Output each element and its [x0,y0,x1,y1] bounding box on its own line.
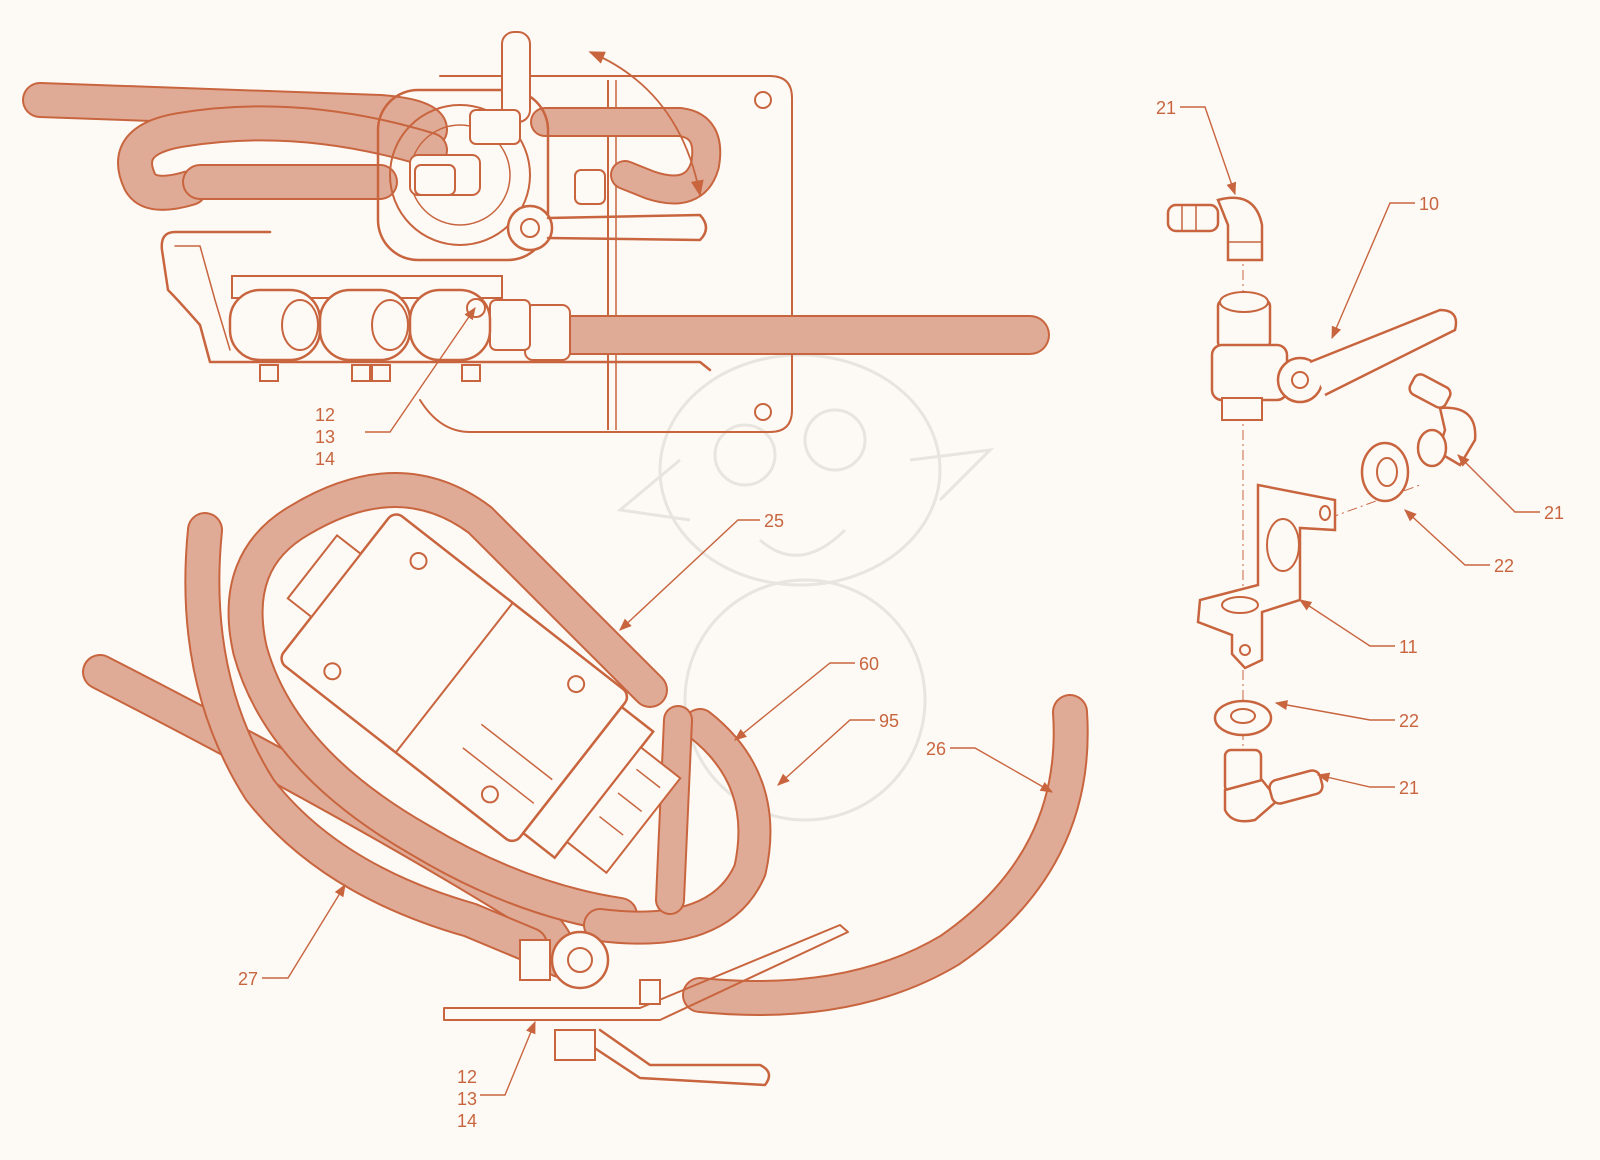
callout-12-bottom: 12 [457,1067,477,1087]
top-hose-a [24,84,446,146]
top-outlet-fitting [524,304,571,361]
top-vertical-lever [501,31,531,123]
elbow-fitting-bottom [1223,748,1324,823]
callout-13-bottom: 13 [457,1089,477,1109]
elbow-fitting-right [1408,373,1477,468]
top-mounting-plate [419,75,793,433]
top-base-bracket [160,230,712,372]
callout-60: 60 [859,654,879,674]
bottom-view-assembly [82,472,1089,1087]
callout-22-lower: 22 [1399,711,1419,731]
elbow-fitting-top [1166,196,1264,262]
callout-27: 27 [238,969,258,989]
top-bolts [259,364,481,382]
top-pump-housing [376,88,550,262]
top-roller-row [228,288,492,362]
rotation-arrow [588,51,704,197]
bottom-lever-handle [588,1028,771,1087]
bottom-pump-motor [280,513,682,875]
callout-21-right: 21 [1544,503,1564,523]
callout-12-top: 12 [315,405,335,425]
callout-26: 26 [926,739,946,759]
hose-inlet-loop [186,514,546,961]
top-valve-handle [546,213,708,242]
callout-25: 25 [764,511,784,531]
callout-10: 10 [1419,194,1439,214]
plate-hole-icon [754,403,772,421]
mounting-bracket-11 [1196,483,1337,670]
callout-14-bottom: 14 [457,1111,477,1131]
callout-13-top: 13 [315,427,335,447]
hose-60 [657,707,691,913]
bottom-base-plate [443,924,849,1021]
valve-handle [1309,308,1458,397]
washer-lower [1213,699,1273,737]
top-hose-d [532,109,720,203]
top-hose-b [119,107,446,209]
plate-hole-icon [754,91,772,109]
exploded-valve-parts [1166,196,1477,823]
bottom-bracket-block [554,1029,596,1061]
callout-11: 11 [1399,637,1418,657]
callout-21-bottom: 21 [1399,778,1419,798]
callout-14-top: 14 [315,449,335,469]
washer-upper [1360,441,1410,503]
hose-25 [229,474,666,931]
callout-21-top: 21 [1156,98,1176,118]
leader-lines [262,106,1540,1096]
callout-22-upper: 22 [1494,556,1514,576]
valve-body-10 [1210,291,1458,421]
top-valve-body [506,204,554,252]
bottom-valve-body [550,930,610,990]
top-view-assembly [22,31,1050,433]
callout-95: 95 [879,711,899,731]
hose-95 [585,710,770,943]
hose-26 [684,696,1087,1014]
